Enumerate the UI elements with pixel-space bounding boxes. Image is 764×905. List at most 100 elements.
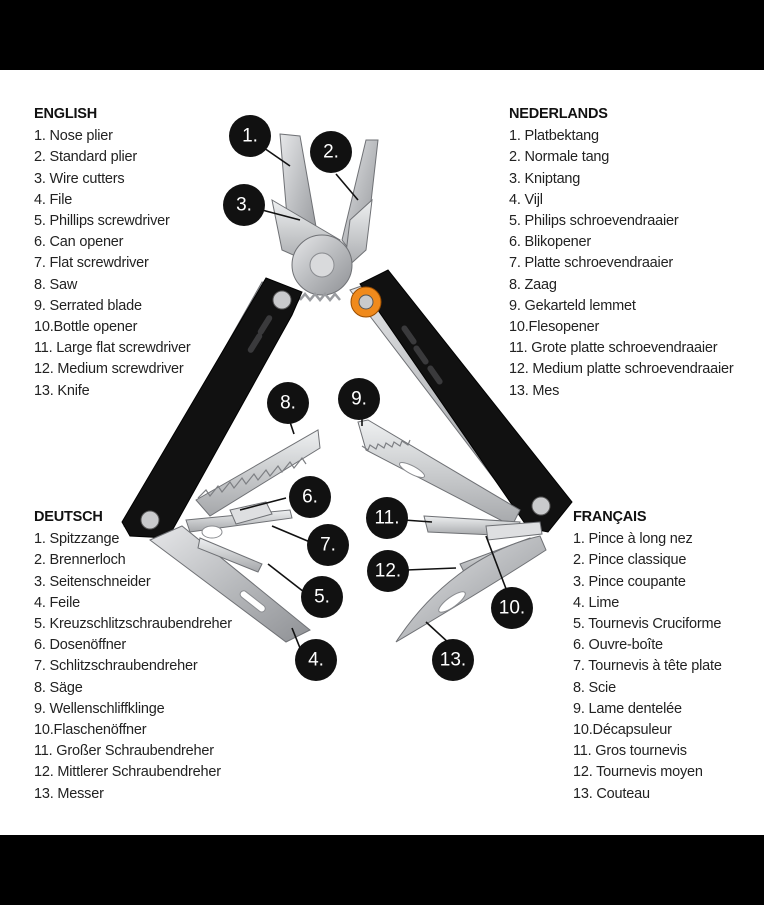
list-item: 10.Flaschenöffner <box>34 722 147 739</box>
dutch-list: 1. Platbektang 2. Normale tang 3. Knipta… <box>509 126 734 402</box>
callout-12-label: 12. <box>375 561 401 582</box>
callout-13: 13. <box>432 639 474 681</box>
english-legend: ENGLISH 1. Nose plier 2. Standard plier … <box>34 104 191 402</box>
callout-7: 7. <box>307 524 349 566</box>
english-title: ENGLISH <box>34 106 98 122</box>
list-item: 7. Schlitzschraubendreher <box>34 658 198 675</box>
french-title: FRANÇAIS <box>573 509 647 525</box>
list-item: 4. File <box>34 191 73 208</box>
list-item: 2. Normale tang <box>509 149 610 166</box>
callout-1-label: 1. <box>242 126 258 147</box>
list-item: 7. Platte schroevendraaier <box>509 255 674 272</box>
callout-5: 5. <box>301 576 343 618</box>
list-item: 8. Säge <box>34 679 83 696</box>
callout-2: 2. <box>310 131 352 173</box>
serrated-blade <box>357 419 521 527</box>
list-item: 9. Gekarteld lemmet <box>509 297 636 314</box>
callout-11: 11. <box>366 497 408 539</box>
callout-6: 6. <box>289 476 331 518</box>
list-item: 13. Couteau <box>573 785 650 802</box>
callout-1: 1. <box>229 115 271 157</box>
list-item: 6. Blikopener <box>509 234 592 251</box>
list-item: 5. Kreuzschlitzschraubendreher <box>34 616 232 633</box>
callout-7-label: 7. <box>320 535 336 556</box>
list-item: 8. Scie <box>573 679 616 696</box>
french-list: 1. Pince à long nez 2. Pince classique 3… <box>573 529 722 805</box>
multitool-illustration: 1. 2. 3. 4. 5. 6. <box>121 115 573 681</box>
list-item: 13. Messer <box>34 785 104 802</box>
list-item: 10.Décapsuleur <box>573 722 672 739</box>
callout-9-label: 9. <box>351 389 367 410</box>
dutch-legend: NEDERLANDS 1. Platbektang 2. Normale tan… <box>509 104 734 402</box>
list-item: 7. Flat screwdriver <box>34 255 149 272</box>
list-item: 9. Serrated blade <box>34 297 142 314</box>
callout-3-label: 3. <box>236 195 252 216</box>
callout-11-label: 11. <box>374 508 399 529</box>
list-item: 3. Seitenschneider <box>34 573 151 590</box>
list-item: 1. Spitzzange <box>34 531 120 548</box>
list-item: 7. Tournevis à tête plate <box>573 658 722 675</box>
list-item: 6. Dosenöffner <box>34 637 127 654</box>
callout-3: 3. <box>223 184 265 226</box>
list-item: 4. Feile <box>34 594 80 611</box>
list-item: 10.Bottle opener <box>34 319 138 336</box>
list-item: 12. Medium platte schroevendraaier <box>509 361 734 378</box>
german-title: DEUTSCH <box>34 509 103 525</box>
list-item: 10.Flesopener <box>509 319 600 336</box>
leader-lines <box>239 147 509 649</box>
callout-9: 9. <box>338 378 380 420</box>
callout-2-label: 2. <box>323 142 339 163</box>
list-item: 8. Zaag <box>509 276 557 293</box>
list-item: 4. Lime <box>573 594 620 611</box>
callout-10: 10. <box>491 587 533 629</box>
list-item: 4. Vijl <box>509 191 543 208</box>
right-handle <box>349 269 573 533</box>
list-item: 3. Wire cutters <box>34 170 125 187</box>
callouts: 1. 2. 3. 4. 5. 6. <box>223 115 533 681</box>
callout-4-label: 4. <box>308 650 324 671</box>
list-item: 1. Pince à long nez <box>573 531 693 548</box>
list-item: 2. Standard plier <box>34 149 137 166</box>
callout-10-label: 10. <box>499 598 525 619</box>
list-item: 5. Phillips screwdriver <box>34 213 170 230</box>
list-item: 12. Mittlerer Schraubendreher <box>34 764 221 781</box>
list-item: 6. Can opener <box>34 234 124 251</box>
list-item: 2. Pince classique <box>573 552 687 569</box>
callout-12: 12. <box>367 550 409 592</box>
dutch-title: NEDERLANDS <box>509 106 608 122</box>
list-item: 2. Brennerloch <box>34 552 126 569</box>
list-item: 1. Platbektang <box>509 128 599 145</box>
list-item: 12. Tournevis moyen <box>573 764 703 781</box>
list-item: 1. Nose plier <box>34 128 113 145</box>
left-handle <box>121 277 303 541</box>
plier-jaws <box>271 133 379 302</box>
lower-left-tools <box>149 501 311 643</box>
callout-4: 4. <box>295 639 337 681</box>
product-panel: 1. 2. 3. 4. 5. 6. <box>0 70 764 835</box>
german-legend: DEUTSCH 1. Spitzzange 2. Brennerloch 3. … <box>34 507 232 805</box>
callout-13-label: 13. <box>440 650 466 671</box>
list-item: 11. Large flat screwdriver <box>34 340 191 357</box>
list-item: 5. Tournevis Cruciforme <box>573 616 722 633</box>
list-item: 12. Medium screwdriver <box>34 361 184 378</box>
callout-6-label: 6. <box>302 487 318 508</box>
list-item: 11. Grote platte schroevendraaier <box>509 340 718 357</box>
french-legend: FRANÇAIS 1. Pince à long nez 2. Pince cl… <box>573 507 722 805</box>
callout-8: 8. <box>267 382 309 424</box>
list-item: 11. Großer Schraubendreher <box>34 743 214 760</box>
list-item: 13. Knife <box>34 382 90 399</box>
list-item: 6. Ouvre-boîte <box>573 637 663 654</box>
list-item: 13. Mes <box>509 382 560 399</box>
german-list: 1. Spitzzange 2. Brennerloch 3. Seitensc… <box>34 529 232 805</box>
list-item: 3. Kniptang <box>509 170 581 187</box>
list-item: 11. Gros tournevis <box>573 743 687 760</box>
list-item: 9. Wellenschliffklinge <box>34 700 165 717</box>
list-item: 3. Pince coupante <box>573 573 686 590</box>
list-item: 8. Saw <box>34 276 78 293</box>
callout-8-label: 8. <box>280 393 296 414</box>
lower-right-tools <box>395 515 547 643</box>
english-list: 1. Nose plier 2. Standard plier 3. Wire … <box>34 126 191 402</box>
list-item: 9. Lame dentelée <box>573 700 682 717</box>
list-item: 5. Philips schroevendraaier <box>509 213 679 230</box>
callout-5-label: 5. <box>314 587 330 608</box>
